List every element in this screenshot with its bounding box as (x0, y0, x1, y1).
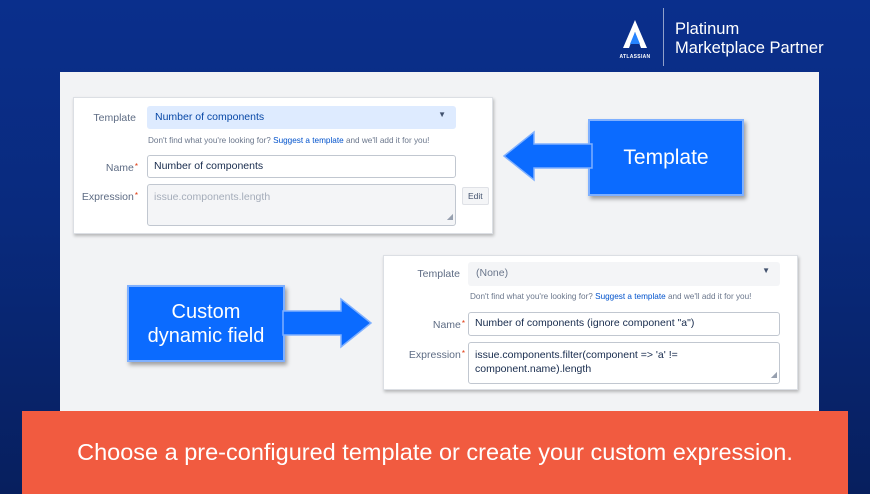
required-icon: * (134, 191, 138, 200)
name-field[interactable]: Number of components (147, 155, 456, 178)
template-hint: Don't find what you're looking for? Sugg… (470, 292, 751, 301)
custom-field-callout: Custom dynamic field (127, 285, 285, 362)
caption-banner: Choose a pre-configured template or crea… (22, 411, 848, 494)
edit-button[interactable]: Edit (462, 187, 489, 205)
partner-line1: Platinum (675, 20, 740, 38)
name-field[interactable]: Number of components (ignore component "… (468, 312, 780, 336)
partner-badge: ATLASSIAN Platinum Marketplace Partner (617, 8, 857, 68)
arrow-left-icon (502, 130, 593, 182)
template-select[interactable]: Number of components ▼ (147, 106, 456, 129)
required-icon: * (461, 349, 465, 358)
atlassian-wordmark: ATLASSIAN (619, 54, 651, 60)
expression-field[interactable]: issue.components.filter(component => 'a'… (468, 342, 780, 384)
template-select-value: Number of components (155, 111, 265, 123)
atlassian-logo-icon (623, 20, 647, 48)
template-label: Template (93, 112, 136, 124)
partner-title: Platinum Marketplace Partner (675, 20, 824, 58)
template-hint: Don't find what you're looking for? Sugg… (148, 136, 429, 145)
template-hint-pre: Don't find what you're looking for? (148, 136, 271, 145)
expression-line-1: issue.components.filter(component => 'a'… (475, 349, 678, 361)
template-hint-post: and we'll add it for you! (345, 136, 430, 145)
custom-callout-line1: Custom (171, 300, 241, 323)
custom-form-card: Template (None) ▼ Don't find what you're… (383, 255, 798, 390)
template-hint-pre: Don't find what you're looking for? (470, 292, 593, 301)
chevron-down-icon: ▼ (438, 110, 446, 119)
name-label: Name* (78, 162, 138, 174)
expression-label-text: Expression (408, 349, 461, 361)
custom-callout-line2: dynamic field (147, 324, 265, 347)
name-label-text: Name (105, 162, 134, 174)
resize-grip-icon[interactable]: ◢ (446, 212, 453, 221)
expression-label: Expression* (384, 349, 465, 361)
partner-line2: Marketplace Partner (675, 39, 824, 57)
resize-grip-icon[interactable]: ◢ (770, 370, 777, 379)
partner-divider (663, 8, 664, 66)
template-callout: Template (588, 119, 744, 196)
suggest-template-link[interactable]: Suggest a template (273, 136, 344, 145)
expression-label: Expression* (74, 191, 138, 203)
expression-value: issue.components.length (154, 191, 271, 203)
required-icon: * (134, 162, 138, 171)
template-form-card: Template Number of components ▼ Don't fi… (73, 97, 493, 234)
expression-line-2: component.name).length (475, 363, 592, 375)
name-label: Name* (390, 319, 465, 331)
chevron-down-icon: ▼ (762, 266, 770, 275)
template-label: Template (417, 268, 460, 280)
suggest-template-link[interactable]: Suggest a template (595, 292, 666, 301)
template-select[interactable]: (None) ▼ (468, 262, 780, 286)
template-hint-post: and we'll add it for you! (667, 292, 752, 301)
name-label-text: Name (432, 319, 461, 331)
template-select-value: (None) (476, 267, 509, 279)
atlassian-logo: ATLASSIAN (617, 18, 653, 64)
template-callout-text: Template (623, 145, 709, 169)
required-icon: * (461, 319, 465, 328)
arrow-right-icon (282, 297, 373, 349)
expression-label-text: Expression (81, 191, 134, 203)
caption-text: Choose a pre-configured template or crea… (77, 439, 793, 465)
expression-field[interactable]: issue.components.length ◢ (147, 184, 456, 226)
